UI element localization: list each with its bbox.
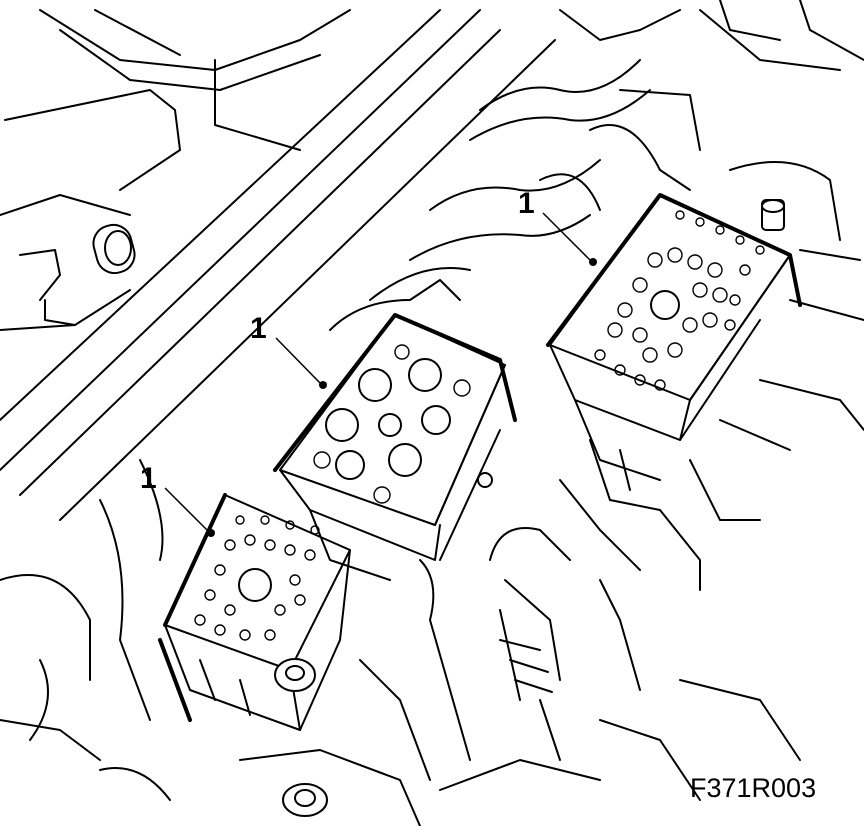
lower-left-area [0,459,421,826]
connector-1 [158,493,351,731]
connector-3 [546,193,802,491]
callout-leaders [164,212,597,537]
connector-2-terminals [313,344,471,504]
callout-label-connector-2: 1 [250,312,267,345]
callout-label-connector-3: 1 [518,187,535,220]
background-housing [0,9,351,331]
connector-3-pins [594,210,765,391]
diagonal-rails [0,0,864,521]
right-bracket [689,161,864,521]
wiring-harness [329,59,701,331]
connector-2 [273,279,517,581]
lower-mechanism [359,439,801,801]
callout-label-connector-1: 1 [140,462,157,495]
figure-code: F371R003 [690,773,816,803]
